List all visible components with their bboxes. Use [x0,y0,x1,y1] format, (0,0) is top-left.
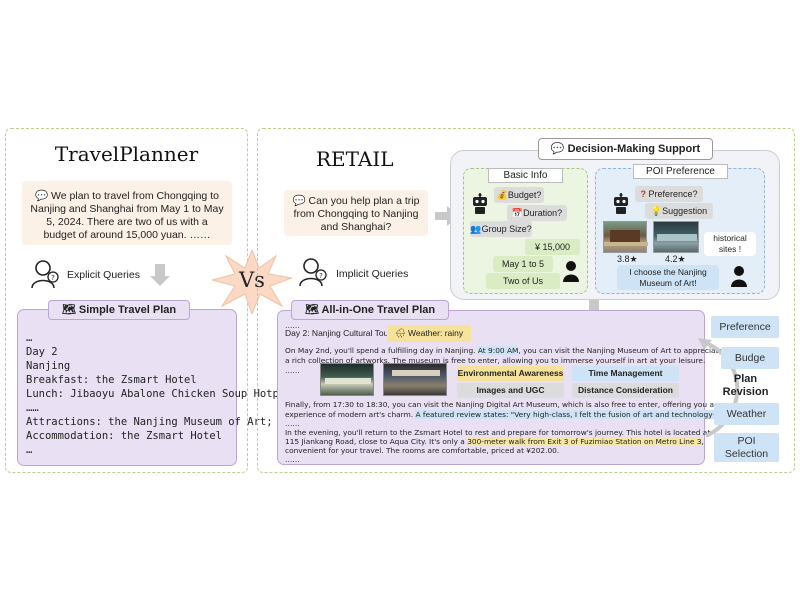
group-size-question-pill: 👥Group Size? [470,221,532,237]
museum-photo-3 [320,363,374,396]
robot-icon [612,193,630,215]
decision-support-header: 💬 Decision-Making Support [538,138,713,160]
vs-label: Vs [239,268,265,292]
explicit-queries-label: Explicit Queries [67,269,140,281]
calendar-icon: 📅 [511,208,524,218]
budget-answer-pill: ¥ 15,000 [525,239,580,255]
simple-plan-header: 🗺 Simple Travel Plan [48,300,190,320]
museum-photo-2 [653,221,699,253]
detail-end: …… [285,455,300,464]
person-icon [562,260,580,282]
detail-line: …… [285,419,300,428]
basic-info-title: Basic Info [488,168,563,183]
implicit-queries-label: Implicit Queries [336,268,409,280]
revision-budge: Budge [721,347,779,369]
images-ugc-tag: Images and UGC [457,383,564,398]
poi-choice-bubble: I choose the Nanjing Museum of Art! [617,265,719,290]
svg-text:?: ? [319,272,323,280]
historical-sites-bubble: historical sites ! [704,232,756,256]
duration-question-pill: 📅Duration? [507,205,567,221]
budget-question-pill: 💰Budget? [494,187,544,203]
lightbulb-icon: 💡 [650,206,663,216]
explicit-query-bubble: 💬 We plan to travel from Chongqing to Na… [22,181,232,245]
day-header: Day 2: Nanjing Cultural Tour [285,328,392,338]
rating-2: 4.2★ [665,254,686,264]
down-arrow [150,264,170,286]
plan-line: …… [26,402,39,414]
museum-photo-1 [603,221,648,253]
environmental-awareness-tag: Environmental Awareness [457,366,564,381]
wallet-icon: 💰 [496,190,508,200]
museum-photo-4 [383,363,447,396]
detail-line: In the evening, you'll return to the Zsm… [285,428,711,437]
rain-cloud-icon: 🌧 [394,328,409,338]
plan-line: Attractions: the Nanjing Museum of Art; [26,416,273,428]
person-question-icon: ? [298,256,328,288]
vs-starburst [210,248,294,316]
detail-line: …… [285,366,300,375]
detail-line: convenient for your travel. The rooms ar… [285,446,560,455]
time-management-tag: Time Management [572,366,679,381]
detail-line: 115 Jiankang Road, close to Aqua City. I… [285,437,704,446]
detail-start: …… [285,321,300,330]
simple-plan-box [17,309,237,466]
simple-plan-lines: … Day 2 Nanjing Breakfast: the Zsmart Ho… [26,331,292,457]
map-icon: 🗺 [61,304,79,316]
duration-answer-pill: May 1 to 5 [493,256,553,272]
detail-line: Finally, from 17:30 to 18:30, you can vi… [285,400,719,409]
person-question-icon: ? [30,258,60,290]
question-mark-icon: ? [640,189,649,199]
implicit-query-bubble: 💬 Can you help plan a trip from Chongqin… [284,190,428,236]
chat-bubbles-icon: 💬 [550,143,568,155]
distance-consideration-tag: Distance Consideration [572,383,679,398]
plan-line: Nanjing [26,360,71,372]
plan-line: Breakfast: the Zsmart Hotel [26,374,197,386]
all-in-one-plan-header: 🗺 All-in-One Travel Plan [291,300,449,320]
preference-question-pill: ? Preference? [635,186,703,202]
detail-line: On May 2nd, you'll spend a fulfilling da… [285,346,724,355]
plan-line: … [26,332,33,344]
robot-icon [471,193,489,215]
retail-panel [257,128,795,473]
plan-line: Lunch: Jibaoyu Abalone Chicken Soup Hotp… [26,388,292,400]
person-icon [730,265,748,287]
plan-revision-label: Plan Revision [722,373,769,398]
plan-line: Day 2 [26,346,58,358]
retail-title: RETAIL [316,147,394,171]
weather-pill: 🌧 Weather: rainy [387,325,471,342]
poi-preference-title: POI Preference [633,164,728,179]
revision-weather: Weather [714,403,779,425]
suggestion-pill: 💡Suggestion [645,203,713,219]
svg-text:?: ? [51,274,55,282]
detail-line: experience of modern art's charm. A feat… [285,410,723,419]
revision-preference: Preference [711,316,779,338]
speech-bubble-icon: 💬 [292,195,309,207]
rating-1: 3.8★ [617,254,638,264]
plan-line: … [26,444,33,456]
revision-poi-selection: POI Selection [714,433,779,462]
group-answer-pill: Two of Us [486,273,560,289]
group-icon: 👥 [470,224,482,234]
detail-line: a rich collection of artworks. The museu… [285,356,706,365]
travelplanner-title: TravelPlanner [54,142,199,166]
speech-bubble-icon: 💬 [35,190,52,202]
revision-arc [690,336,740,440]
plan-line: Accommodation: the Zsmart Hotel [26,430,222,442]
map-icon: 🗺 [304,304,322,316]
